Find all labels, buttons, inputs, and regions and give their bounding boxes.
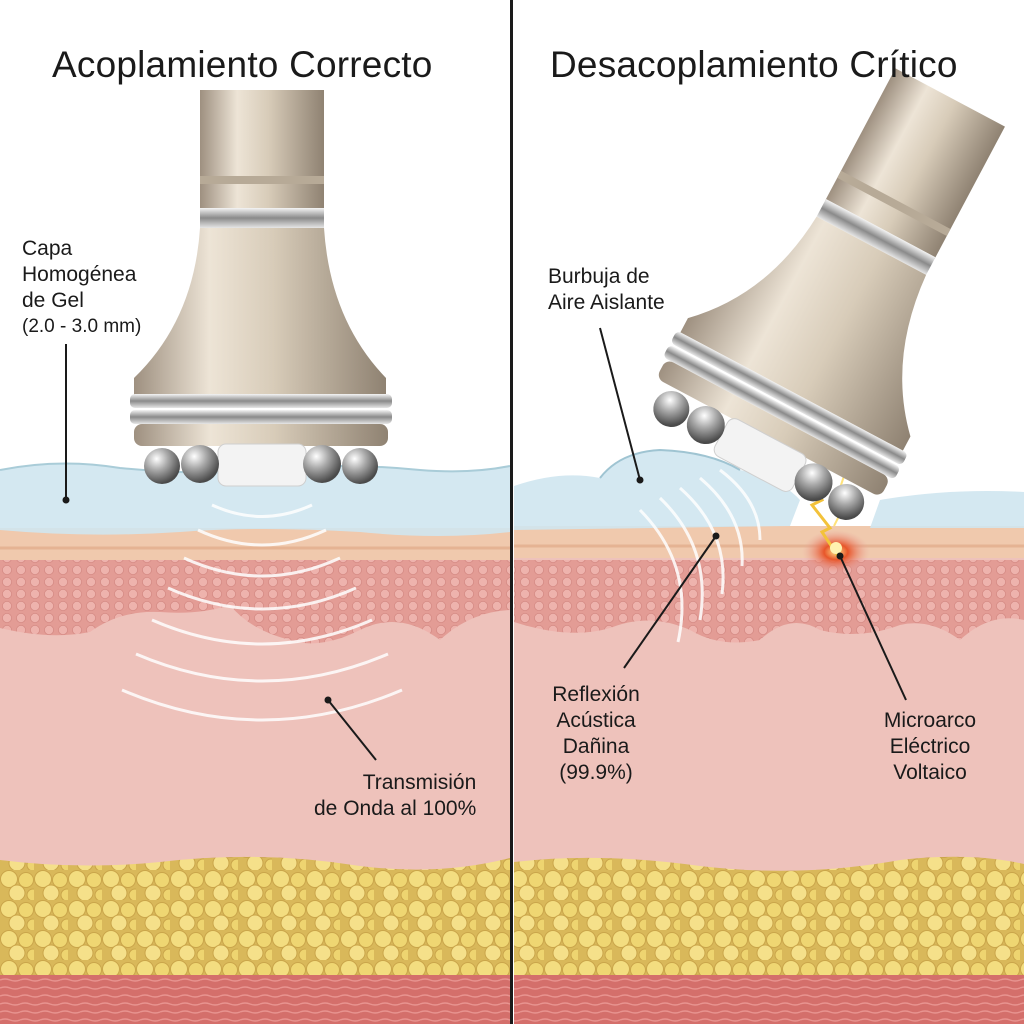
- wave-leader: [327, 699, 377, 761]
- bubble-leader: [599, 327, 641, 481]
- fat-layer: [0, 856, 510, 985]
- muscle-layer: [0, 975, 510, 1024]
- gel-layer-label: Capa Homogénea de Gel (2.0 - 3.0 mm): [22, 236, 141, 340]
- wave-transmission-label: Transmisión de Onda al 100%: [314, 770, 476, 822]
- reflection-label-line: Dañina: [562, 735, 630, 758]
- reflection-label-line: (99.9%): [559, 761, 633, 784]
- right-probe: [653, 68, 1005, 520]
- bubble-label-line: Burbuja de: [548, 265, 650, 288]
- bubble-label-line: Aire Aislante: [548, 291, 665, 314]
- epidermis: [514, 526, 1024, 558]
- air-bubble-label: Burbuja de Aire Aislante: [548, 264, 665, 316]
- arc-leader: [839, 555, 907, 701]
- reflection-label-line: Acústica: [556, 709, 636, 732]
- right-title: Desacoplamiento Crítico: [550, 44, 958, 85]
- arc-label-line: Voltaico: [893, 761, 967, 784]
- muscle-layer: [514, 975, 1024, 1024]
- reflection-leader: [623, 535, 717, 669]
- wave-label-line: Transmisión: [362, 771, 477, 794]
- gel-label-line: Homogénea: [22, 263, 137, 286]
- gel-label-line: de Gel: [22, 289, 84, 312]
- micro-arc-label: Microarco Eléctrico Voltaico: [868, 708, 992, 786]
- gel-layer: [0, 463, 510, 536]
- panel-divider: [510, 0, 513, 1024]
- gel-label-line: (2.0 - 3.0 mm): [22, 316, 142, 337]
- fat-layer: [514, 856, 1024, 985]
- left-probe: [130, 90, 392, 487]
- papillary-dermis: [0, 560, 510, 644]
- acoustic-reflection-label: Reflexión Acústica Dañina (99.9%): [546, 682, 646, 786]
- leader-lines: [62, 327, 907, 761]
- arc-label-line: Microarco: [883, 709, 977, 732]
- reflected-waves: [638, 468, 762, 643]
- left-title: Acoplamiento Correcto: [52, 44, 433, 85]
- wave-label-line: de Onda al 100%: [314, 797, 477, 820]
- papillary-dermis: [514, 560, 1024, 643]
- reflection-label-line: Reflexión: [552, 683, 640, 706]
- arc-label-line: Eléctrico: [889, 735, 971, 758]
- wave-rings: [121, 503, 403, 722]
- gel-label-line: Capa: [22, 237, 73, 260]
